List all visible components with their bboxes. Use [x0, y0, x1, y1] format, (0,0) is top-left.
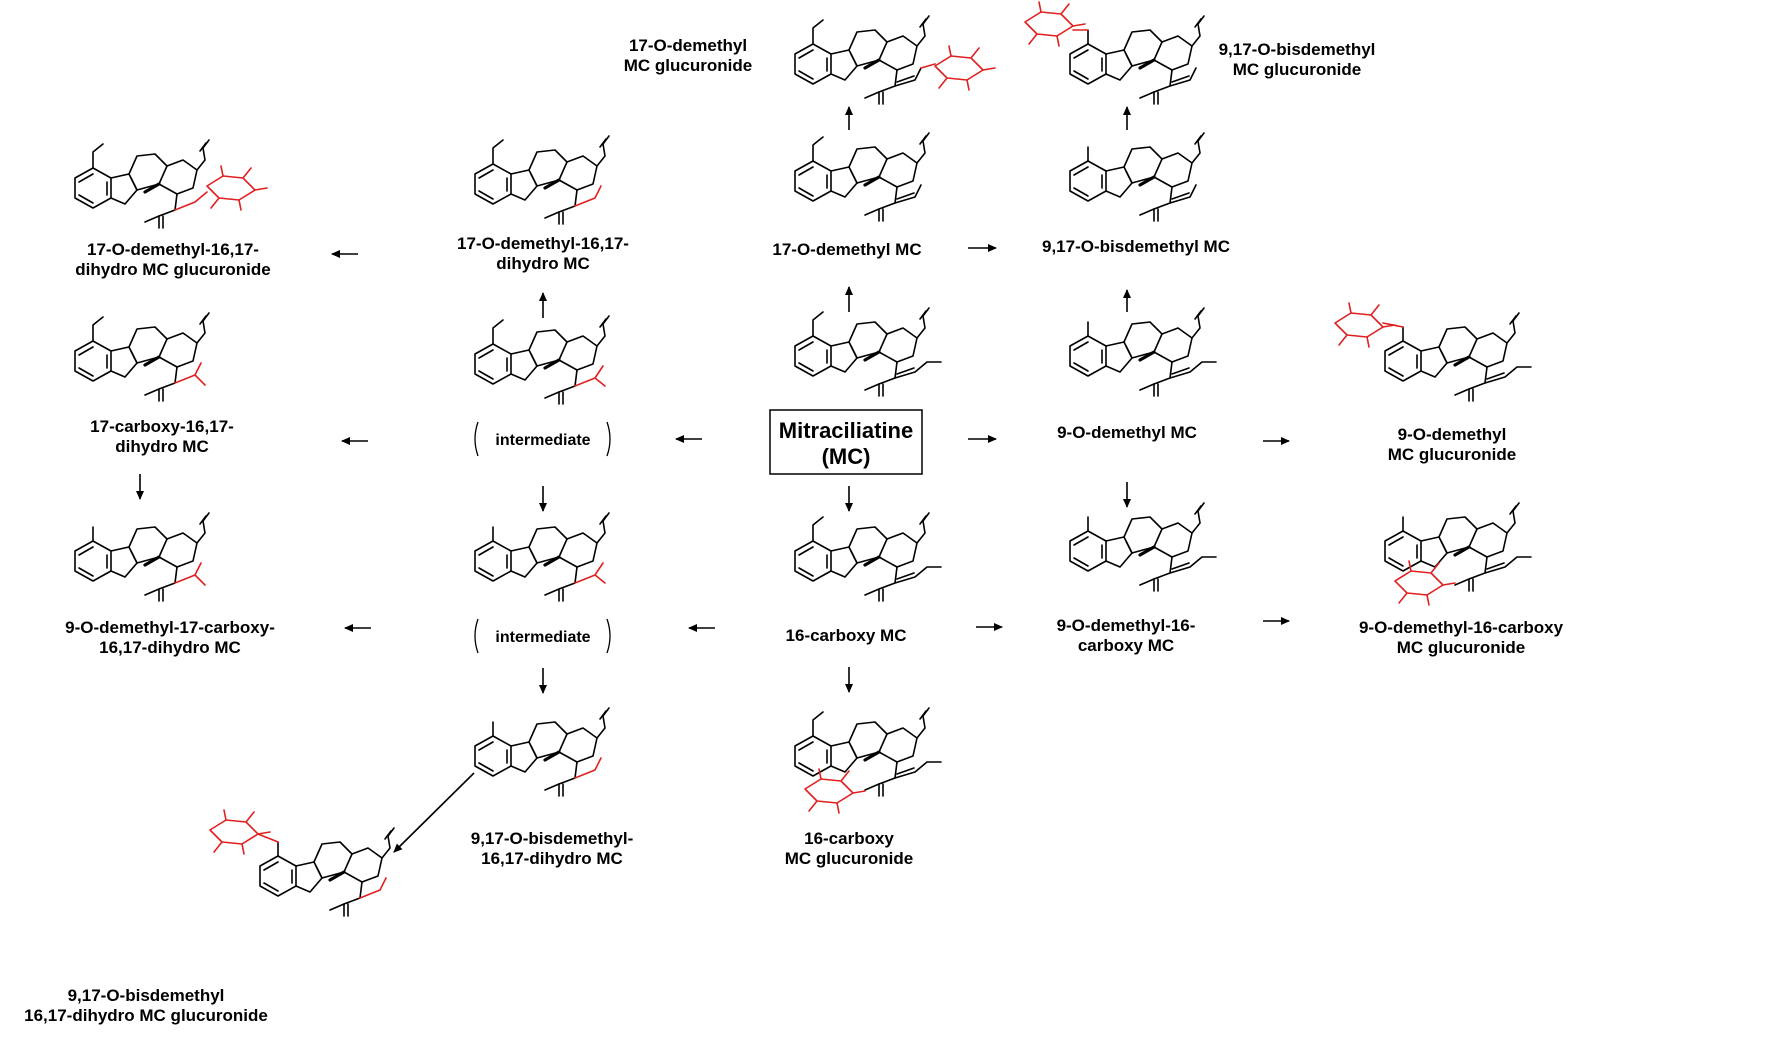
structure-9-o-demethyl-mc-glucuronide: [1334, 302, 1532, 403]
mitraciliatine-abbrev: (MC): [822, 444, 871, 469]
label-17-carboxy-16-17-dihydro-mc: 17-carboxy-16,17-dihydro MC: [90, 417, 234, 456]
structure-9-o-demethyl-16-carboxy-mc: [1068, 501, 1217, 593]
label-9-17-o-bisdemethyl-mc: 9,17-O-bisdemethyl MC: [1042, 237, 1230, 256]
structure-16-carboxy-mc: [793, 511, 942, 603]
label-17-o-demethyl-16-17-dihydro-mc-glucuronide: 17-O-demethyl-16,17-dihydro MC glucuroni…: [75, 240, 271, 279]
intermediate-2: intermediate: [474, 618, 611, 654]
structure-9-17-o-bisdemethyl-16-17-dihydro-mc-glucuronide: [209, 809, 396, 918]
structure-9-17-o-bisdemethyl-mc-glucuronide: [1024, 1, 1206, 106]
reaction-arrows: [136, 106, 1290, 853]
structure-mitraciliatine: [793, 306, 942, 398]
label-17-o-demethyl-16-17-dihydro-mc: 17-O-demethyl-16,17-dihydro MC: [457, 234, 629, 273]
structure-9-o-demethyl-17-carboxy-16-17-dihydro-mc: [73, 511, 211, 603]
structure-17-o-demethyl-16-17-dihydro-mc: [473, 134, 611, 226]
structure-9-o-demethyl-16-carboxy-mc-glucuronide: [1383, 501, 1532, 606]
structure-aldehyde-intermediate: [473, 314, 611, 406]
structure-17-o-demethyl-mc: [793, 131, 931, 223]
structure-17-carboxy-16-17-dihydro-mc: [73, 311, 211, 403]
structure-17-o-demethyl-16-17-dihydro-mc-glucuronide: [73, 138, 268, 230]
label-17-o-demethyl-mc: 17-O-demethyl MC: [772, 240, 921, 259]
structure-17-o-demethyl-mc-glucuronide: [793, 14, 996, 106]
structure-9-17-o-bisdemethyl-16-17-dihydro-mc: [473, 706, 611, 798]
label-9-o-demethyl-16-carboxy-mc: 9-O-demethyl-16-carboxy MC: [1057, 616, 1196, 655]
mitraciliatine-label: Mitraciliatine: [779, 418, 913, 443]
structure-9-oh-aldehyde-intermediate: [473, 511, 611, 603]
intermediate-1: intermediate: [474, 421, 611, 457]
label-9-o-demethyl-17-carboxy-16-17-dihydro-mc: 9-O-demethyl-17-carboxy-16,17-dihydro MC: [65, 618, 275, 657]
label-16-carboxy-mc: 16-carboxy MC: [786, 626, 907, 645]
structure-9-o-demethyl-mc: [1068, 306, 1217, 398]
label-9-o-demethyl-mc: 9-O-demethyl MC: [1057, 423, 1197, 442]
structure-16-carboxy-mc-glucuronide: [793, 706, 942, 814]
mitraciliatine-box: Mitraciliatine (MC): [769, 409, 923, 475]
intermediate-2-label: intermediate: [495, 629, 590, 646]
label-9-17-o-bisdemethyl-16-17-dihydro-mc: 9,17-O-bisdemethyl-16,17-dihydro MC: [471, 829, 634, 868]
structure-9-17-o-bisdemethyl-mc: [1068, 131, 1206, 223]
intermediate-1-label: intermediate: [495, 432, 590, 449]
